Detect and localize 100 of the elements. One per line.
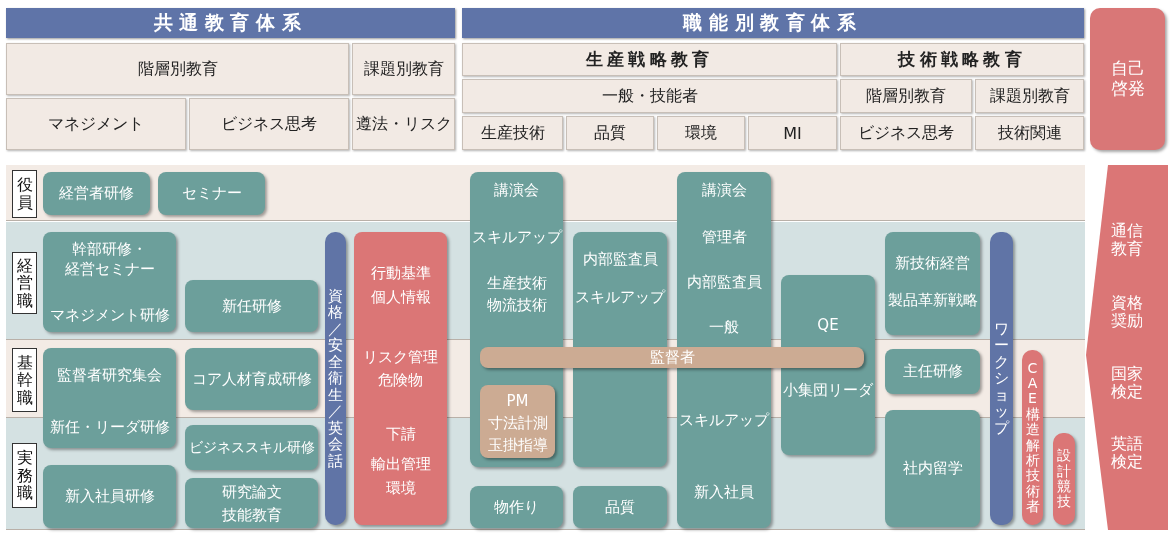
course-label: 講演会	[494, 179, 539, 201]
course-label: 品質	[605, 497, 635, 517]
vertical-course-bar	[325, 232, 346, 525]
level-label: 役員	[16, 176, 33, 212]
course-label: コア人材育成研修	[191, 369, 312, 389]
category-label: 課題別教育	[989, 85, 1070, 107]
self-study-label: 自己啓発	[1109, 59, 1146, 99]
course-label: 新入社員	[694, 481, 754, 503]
category-label: 課題別教育	[363, 58, 444, 80]
course-label: マネジメント研修	[49, 304, 170, 326]
course-box	[185, 478, 318, 528]
category-label: 環境	[685, 122, 717, 144]
course-label: PM	[506, 392, 529, 410]
course-label: 技能教育	[221, 504, 282, 526]
self-study-panel	[1090, 8, 1165, 150]
course-label: 新入社員研修	[64, 487, 155, 506]
category-label: 生産技術	[480, 122, 545, 144]
course-label: スキルアップ	[471, 226, 562, 248]
course-label: 内部監査員	[686, 271, 762, 293]
course-box	[470, 486, 563, 528]
course-label: 監督者研究集会	[57, 364, 162, 386]
course-box	[43, 348, 176, 448]
category-header	[352, 98, 455, 150]
category-header	[657, 116, 745, 150]
compliance-box	[354, 232, 447, 525]
category-header	[840, 116, 972, 150]
course-label: 管理者	[701, 226, 747, 248]
course-label: 幹部研修・経営セミナー	[63, 238, 156, 280]
supervisor-bar	[480, 347, 864, 368]
level-tag	[12, 170, 37, 218]
course-label: 下請	[385, 424, 416, 444]
course-box	[185, 348, 318, 410]
course-label: 玉掛指導	[487, 435, 548, 455]
course-box	[185, 280, 318, 332]
course-label: 新任・リーダ研修	[49, 416, 170, 438]
category-header	[975, 116, 1084, 150]
course-label: QE	[817, 314, 839, 336]
course-label: 物流技術	[486, 294, 547, 316]
category-header	[840, 79, 972, 113]
category-header	[840, 43, 1084, 76]
course-label: 講演会	[701, 179, 747, 201]
course-box	[470, 172, 563, 467]
course-label: 製品革新戦略	[887, 289, 978, 311]
course-label: 生産技術	[486, 272, 547, 294]
category-label: 技術関連	[997, 122, 1062, 144]
course-box	[573, 486, 667, 528]
course-box	[43, 232, 176, 332]
self-study-label: 国家検定	[1110, 364, 1144, 402]
course-label: セミナー	[181, 184, 242, 203]
course-label: ワークショップ	[994, 320, 1009, 437]
course-label: スキルアップ	[575, 286, 665, 308]
category-label: MI	[783, 123, 802, 143]
course-label: 監督者	[649, 348, 695, 367]
category-label: ビジネス思考	[858, 122, 954, 144]
category-label: マネジメント	[48, 113, 144, 135]
course-label: 環境	[385, 478, 416, 498]
course-label: 経営者研修	[59, 184, 134, 203]
course-label: 小集団リーダ	[783, 379, 873, 401]
category-header	[352, 43, 455, 95]
category-label: 階層別教育	[866, 85, 946, 107]
category-header	[975, 79, 1084, 113]
self-study-label: 英語検定	[1110, 434, 1144, 472]
course-label: 物作り	[494, 497, 539, 517]
category-header	[6, 98, 186, 150]
course-label: 資格／安全衛生／英会話	[328, 287, 343, 470]
category-label: 階層別教育	[137, 58, 218, 80]
course-label: 主任研修	[902, 362, 963, 381]
level-tag	[12, 348, 37, 412]
category-header	[748, 116, 837, 150]
category-label: 遵法・リスク	[355, 113, 452, 135]
section-title: 職能別教育体系	[683, 10, 863, 35]
course-box	[885, 349, 980, 394]
course-label: リスク管理	[363, 347, 438, 367]
pentagon-panel	[1086, 165, 1168, 530]
self-study-label: 資格奨励	[1110, 293, 1144, 331]
course-label: 新任研修	[221, 296, 282, 316]
category-label: 一般・技能者	[601, 85, 698, 107]
course-label: 危険物	[378, 370, 423, 390]
category-label: ビジネス思考	[221, 113, 317, 135]
category-header	[6, 43, 349, 95]
section-title-bar	[462, 8, 1084, 38]
course-box	[158, 172, 265, 215]
vertical-course-bar	[1022, 350, 1043, 525]
level-label: 実務職	[16, 449, 33, 502]
course-label: 行動基準	[370, 263, 431, 283]
course-box	[185, 425, 318, 470]
course-label: 新技術経営	[895, 252, 970, 274]
course-label: 研究論文	[221, 481, 282, 503]
category-label: 品質	[594, 122, 626, 144]
category-header	[462, 116, 563, 150]
course-label: 一般	[709, 316, 739, 338]
level-tag	[12, 443, 37, 508]
section-title: 共通教育体系	[153, 10, 308, 35]
course-box	[43, 172, 150, 215]
course-label: 内部監査員	[582, 248, 658, 270]
course-box	[885, 232, 980, 335]
course-label: 輸出管理	[370, 454, 431, 474]
course-label: 個人情報	[370, 287, 431, 307]
course-box	[677, 172, 771, 528]
category-header	[462, 79, 837, 113]
